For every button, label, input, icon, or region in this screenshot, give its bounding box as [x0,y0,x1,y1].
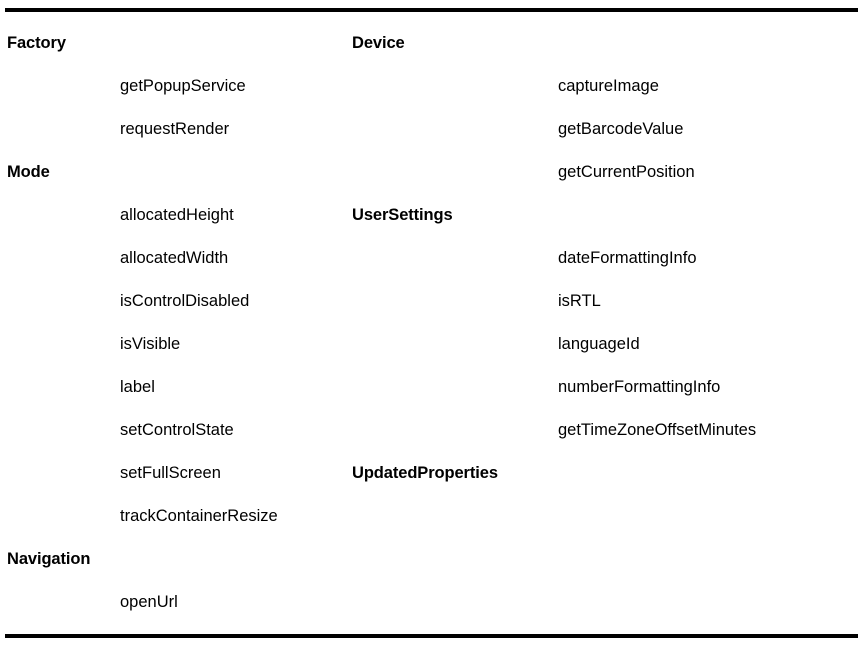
left-group-heading: Factory [7,34,66,52]
api-member-table: Factory Device getPopupService captureImage… [0,22,864,624]
right-member-name: isRTL [558,292,601,310]
left-member-name: allocatedWidth [120,249,229,267]
right-member-name: dateFormattingInfo [558,249,697,267]
table-row: getPopupService captureImage [0,65,864,108]
bottom-horizontal-rule [5,634,858,638]
table-row: Factory Device [0,22,864,65]
table-row: setControlState getTimeZoneOffsetMinutes [0,409,864,452]
table-row: setFullScreen UpdatedProperties [0,452,864,495]
table-row: allocatedWidth dateFormattingInfo [0,237,864,280]
left-member-name: allocatedHeight [120,206,234,224]
table-row: label numberFormattingInfo [0,366,864,409]
right-member-name: getTimeZoneOffsetMinutes [558,421,757,439]
right-member-name: languageId [558,335,640,353]
right-member-name: numberFormattingInfo [558,378,721,396]
left-member-name: label [120,378,155,396]
right-member-name: captureImage [558,77,659,95]
left-member-name: openUrl [120,593,178,611]
right-group-heading: UserSettings [352,206,453,224]
left-member-name: trackContainerResize [120,507,278,525]
table-row: trackContainerResize [0,495,864,538]
left-member-name: requestRender [120,120,230,138]
right-member-name: getCurrentPosition [558,163,695,181]
table-row: isControlDisabled isRTL [0,280,864,323]
table-row: Mode getCurrentPosition [0,151,864,194]
right-group-heading: UpdatedProperties [352,464,498,482]
left-member-name: isControlDisabled [120,292,250,310]
table-row: Navigation [0,538,864,581]
left-member-name: setControlState [120,421,234,439]
left-group-heading: Navigation [7,550,91,568]
table-row: requestRender getBarcodeValue [0,108,864,151]
left-member-name: isVisible [120,335,181,353]
table-row: isVisible languageId [0,323,864,366]
table-row: openUrl [0,581,864,624]
left-member-name: getPopupService [120,77,246,95]
table-row: allocatedHeight UserSettings [0,194,864,237]
right-group-heading: Device [352,34,405,52]
top-horizontal-rule [5,8,858,12]
left-member-name: setFullScreen [120,464,221,482]
right-member-name: getBarcodeValue [558,120,684,138]
left-group-heading: Mode [7,163,50,181]
